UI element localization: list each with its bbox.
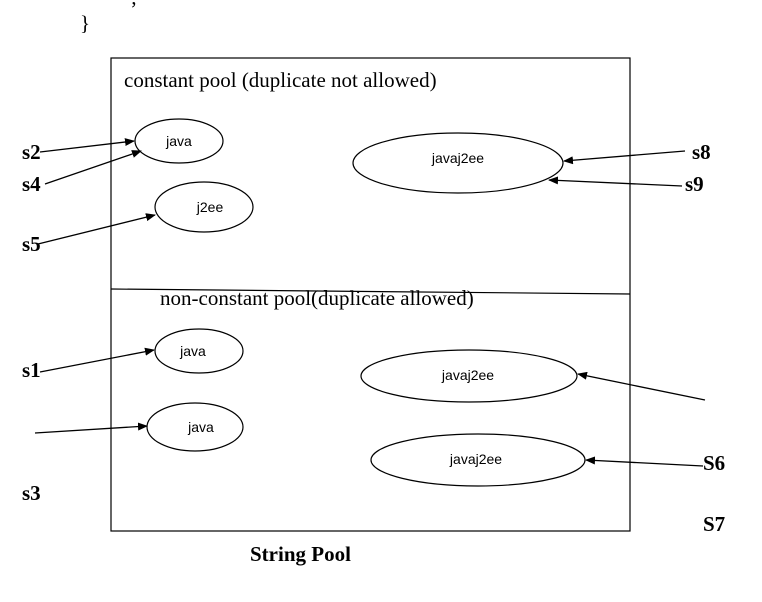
string-pool-box (110, 57, 631, 532)
arrow-s1 (39, 347, 155, 373)
code-semicolon: ; (131, 0, 137, 9)
object-label: javaj2ee (449, 451, 502, 467)
ref-label-s8: s8 (692, 140, 711, 164)
ref-label-s5: s5 (22, 232, 41, 256)
object-label: java (165, 133, 192, 149)
non-constant-pool-label: non-constant pool(duplicate allowed) (160, 286, 474, 310)
diagram-caption: String Pool (250, 542, 351, 566)
pool-divider (110, 288, 631, 295)
ref-label-s3: s3 (22, 481, 41, 505)
arrow-s4 (44, 150, 142, 185)
heap-object-javaj2ee-1: javaj2ee (360, 349, 578, 403)
arrow-s6 (577, 371, 706, 401)
reference-arrows (34, 138, 706, 467)
object-label: javaj2ee (441, 367, 494, 383)
heap-object-javaj2ee-2: javaj2ee (370, 433, 586, 487)
constant-object-j2ee: j2ee (154, 181, 254, 233)
arrow-s3 (34, 422, 148, 434)
ref-label-s6: S6 (703, 451, 725, 475)
heap-object-java-1: java (154, 328, 244, 374)
constant-pool-label: constant pool (duplicate not allowed) (124, 68, 437, 92)
object-label: java (179, 343, 206, 359)
ref-label-s9: s9 (685, 172, 704, 196)
arrow-s7 (585, 456, 704, 467)
arrow-s9 (548, 176, 683, 187)
ref-label-s4: s4 (22, 172, 41, 196)
ref-label-s2: s2 (22, 140, 41, 164)
ref-label-s1: s1 (22, 358, 41, 382)
object-label: javaj2ee (431, 150, 484, 166)
arrow-s5 (37, 213, 156, 245)
constant-object-javaj2ee: javaj2ee (352, 132, 564, 194)
arrow-s2 (39, 138, 135, 153)
heap-object-java-2: java (146, 402, 244, 452)
object-label: java (187, 419, 214, 435)
object-label: j2ee (196, 199, 224, 215)
constant-object-java: java (134, 118, 224, 164)
arrow-s8 (563, 150, 686, 165)
code-closing-brace: } (80, 11, 90, 35)
ref-label-s7: S7 (703, 512, 725, 536)
